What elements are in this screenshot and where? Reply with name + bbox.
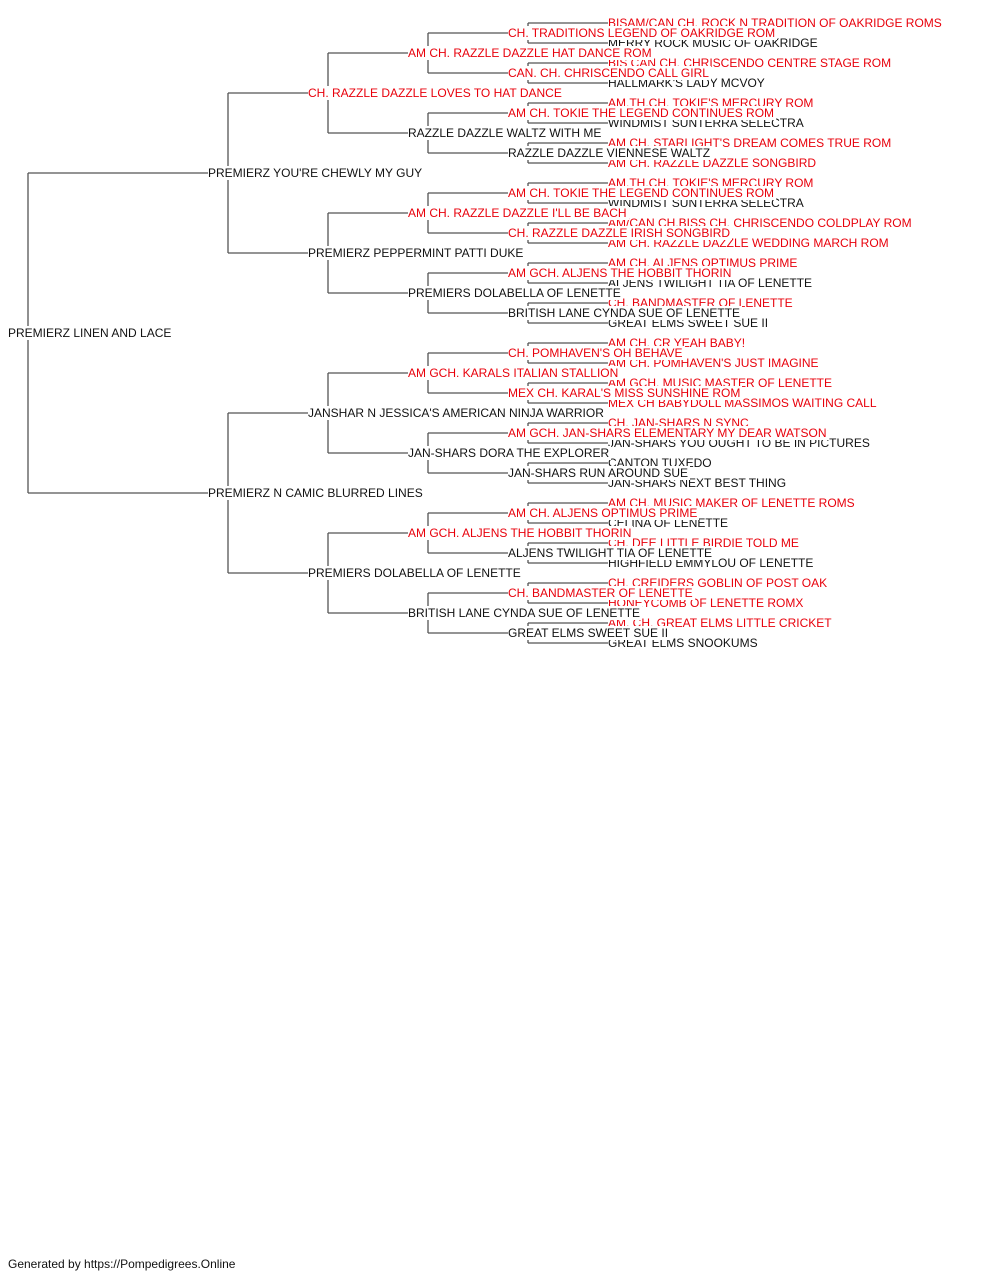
generated-by-footer: Generated by https://Pompedigrees.Online	[8, 1257, 236, 1271]
ancestor-name: CAN. CH. CHRISCENDO CALL GIRL	[508, 66, 711, 80]
ancestor-name: JAN-SHARS DORA THE EXPLORER	[408, 446, 612, 460]
ancestor-name: BRITISH LANE CYNDA SUE OF LENETTE	[408, 606, 643, 620]
ancestor-name: PREMIERZ N CAMIC BLURRED LINES	[208, 486, 425, 500]
ancestor-name: BRITISH LANE CYNDA SUE OF LENETTE	[508, 306, 743, 320]
ancestor-name: AM CH. TOKIE THE LEGEND CONTINUES ROM	[508, 106, 777, 120]
ancestor-name: CH. POMHAVEN'S OH BEHAVE	[508, 346, 685, 360]
ancestor-name: CH. RAZZLE DAZZLE LOVES TO HAT DANCE	[308, 86, 564, 100]
ancestor-name: AM GCH. KARALS ITALIAN STALLION	[408, 366, 621, 380]
ancestor-name: PREMIERS DOLABELLA OF LENETTE	[308, 566, 523, 580]
ancestor-name: ALJENS TWILIGHT TIA OF LENETTE	[508, 546, 715, 560]
ancestor-name: CH. BANDMASTER OF LENETTE	[508, 586, 695, 600]
subject-dog-name: PREMIERZ LINEN AND LACE	[8, 326, 174, 340]
ancestor-name: JAN-SHARS RUN AROUND SUE	[508, 466, 691, 480]
ancestor-name: RAZZLE DAZZLE VIENNESE WALTZ	[508, 146, 713, 160]
ancestor-name: AM GCH. JAN-SHARS ELEMENTARY MY DEAR WAT…	[508, 426, 829, 440]
ancestor-name: AM CH. TOKIE THE LEGEND CONTINUES ROM	[508, 186, 777, 200]
ancestor-name: PREMIERS DOLABELLA OF LENETTE	[408, 286, 623, 300]
ancestor-name: AM CH. RAZZLE DAZZLE HAT DANCE ROM	[408, 46, 654, 60]
ancestor-name: CH. RAZZLE DAZZLE IRISH SONGBIRD	[508, 226, 733, 240]
ancestor-name: AM GCH. ALJENS THE HOBBIT THORIN	[508, 266, 734, 280]
ancestor-name: CH. TRADITIONS LEGEND OF OAKRIDGE ROM	[508, 26, 778, 40]
ancestor-name: JANSHAR N JESSICA'S AMERICAN NINJA WARRI…	[308, 406, 606, 420]
ancestor-name: PREMIERZ PEPPERMINT PATTI DUKE	[308, 246, 526, 260]
ancestor-name: RAZZLE DAZZLE WALTZ WITH ME	[408, 126, 604, 140]
ancestor-name: GREAT ELMS SWEET SUE II	[508, 626, 671, 640]
ancestor-name: PREMIERZ YOU'RE CHEWLY MY GUY	[208, 166, 425, 180]
ancestor-name: AM CH. ALJENS OPTIMUS PRIME	[508, 506, 700, 520]
ancestor-name: AM CH. RAZZLE DAZZLE I'LL BE BACH	[408, 206, 629, 220]
ancestor-name: AM GCH. ALJENS THE HOBBIT THORIN	[408, 526, 634, 540]
ancestor-name: MEX CH. KARAL'S MISS SUNSHINE ROM	[508, 386, 743, 400]
